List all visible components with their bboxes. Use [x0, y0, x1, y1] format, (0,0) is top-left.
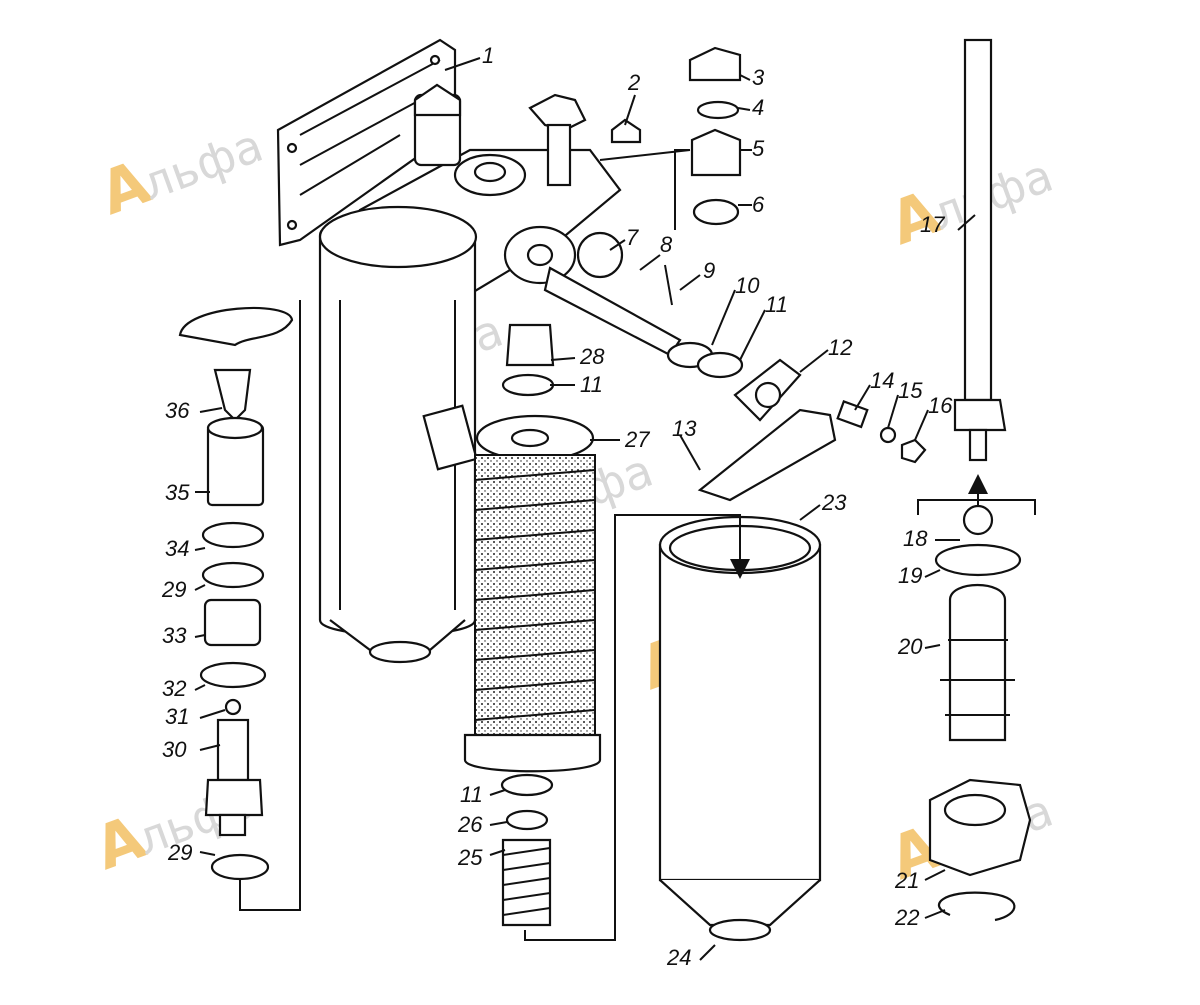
filter-element: [463, 414, 602, 773]
label-23: 23: [821, 490, 847, 515]
label-27: 27: [624, 427, 650, 452]
label-16: 16: [928, 393, 953, 418]
label-12: 12: [828, 335, 852, 360]
label-10: 10: [735, 273, 760, 298]
left-column-parts: [178, 300, 301, 911]
watermark-text: льфа: [135, 118, 270, 211]
label-36: 36: [165, 398, 190, 423]
right-assembly: [917, 38, 1036, 922]
label-4: 4: [752, 95, 764, 120]
label-21: 21: [894, 868, 919, 893]
label-9: 9: [703, 258, 715, 283]
label-13: 13: [672, 416, 697, 441]
label-15: 15: [898, 378, 923, 403]
label-1: 1: [482, 43, 494, 68]
filter-housing: [318, 205, 478, 664]
label-34: 34: [165, 536, 189, 561]
label-26: 26: [457, 812, 483, 837]
label-24: 24: [666, 945, 691, 970]
label-3: 3: [752, 65, 765, 90]
label-32: 32: [162, 676, 186, 701]
label-25: 25: [457, 845, 483, 870]
label-18: 18: [903, 526, 928, 551]
label-8: 8: [660, 232, 673, 257]
label-17: 17: [920, 212, 945, 237]
label-20: 20: [897, 634, 923, 659]
watermark-text: льфа: [925, 148, 1060, 241]
watermark-top-left: A льфа: [91, 118, 270, 229]
label-5: 5: [752, 136, 765, 161]
label-14: 14: [870, 368, 894, 393]
part-labels: 1 2 3 4 5 6 7 8 9 10 11 12 13 14 15 16 1…: [161, 43, 953, 970]
label-6: 6: [752, 192, 765, 217]
label-30: 30: [162, 737, 187, 762]
label-29-top: 29: [161, 577, 186, 602]
label-28: 28: [579, 344, 605, 369]
top-fittings: [599, 46, 742, 230]
label-7: 7: [626, 225, 639, 250]
outer-cup: [658, 515, 822, 942]
label-33: 33: [162, 623, 187, 648]
middle-parts: [500, 323, 750, 941]
label-11-bottom: 11: [460, 782, 483, 807]
label-35: 35: [165, 480, 190, 505]
label-31: 31: [165, 704, 189, 729]
lever-assembly: [543, 231, 927, 502]
leader-lines: [194, 57, 976, 961]
label-22: 22: [894, 905, 919, 930]
label-19: 19: [898, 563, 922, 588]
label-29-bottom: 29: [167, 840, 192, 865]
label-11-mid: 11: [580, 372, 603, 397]
label-2: 2: [627, 70, 640, 95]
label-11-top: 11: [765, 292, 788, 317]
